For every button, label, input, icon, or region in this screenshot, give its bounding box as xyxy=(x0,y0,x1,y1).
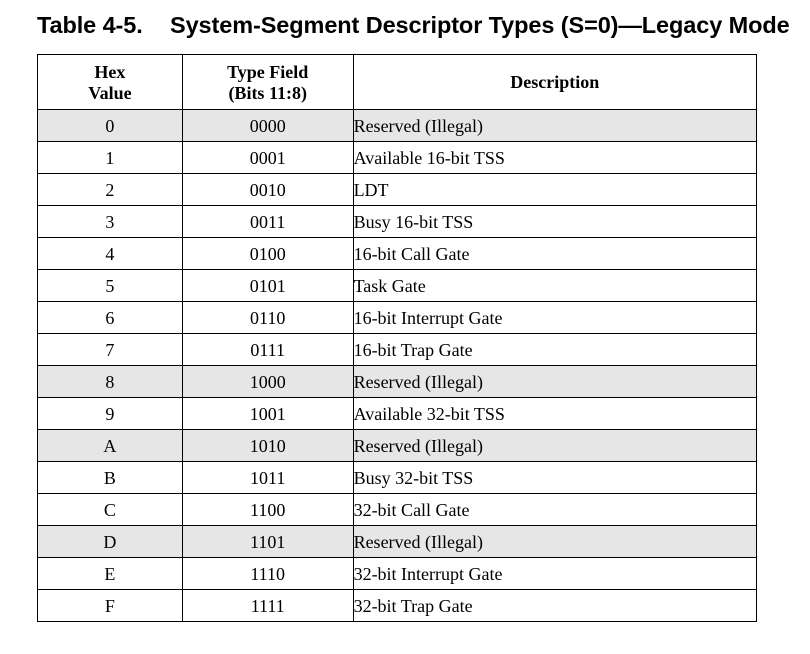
cell-description: 32-bit Trap Gate xyxy=(352,589,758,622)
cell-description: Available 32-bit TSS xyxy=(352,397,758,430)
cell-type-field: 0000 xyxy=(181,109,354,142)
table-title: System-Segment Descriptor Types (S=0)—Le… xyxy=(170,12,790,38)
header-hex-line2: Value xyxy=(88,82,132,103)
cell-hex-value: 3 xyxy=(37,205,183,238)
cell-hex-value: 4 xyxy=(37,237,183,270)
cell-type-field: 0010 xyxy=(181,173,354,206)
header-hex-value: Hex Value xyxy=(37,54,183,110)
cell-type-field: 0101 xyxy=(181,269,354,302)
cell-description: 16-bit Call Gate xyxy=(352,237,758,270)
cell-type-field: 0111 xyxy=(181,333,354,366)
cell-description: Reserved (Illegal) xyxy=(352,525,758,558)
header-row: Hex Value Type Field (Bits 11:8) Descrip… xyxy=(37,54,758,110)
cell-hex-value: 2 xyxy=(37,173,183,206)
cell-description: Reserved (Illegal) xyxy=(352,109,758,142)
cell-hex-value: 9 xyxy=(37,397,183,430)
cell-hex-value: 6 xyxy=(37,301,183,334)
header-type-line1: Type Field xyxy=(227,61,309,82)
header-hex-line1: Hex xyxy=(94,61,126,82)
header-type-line2: (Bits 11:8) xyxy=(228,82,307,103)
cell-type-field: 1101 xyxy=(181,525,354,558)
cell-type-field: 1010 xyxy=(181,429,354,462)
cell-hex-value: 0 xyxy=(37,109,183,142)
table-caption: Table 4-5. System-Segment Descriptor Type… xyxy=(37,12,790,39)
cell-type-field: 0001 xyxy=(181,141,354,174)
table-number: Table 4-5. xyxy=(37,12,143,38)
cell-type-field: 0011 xyxy=(181,205,354,238)
cell-type-field: 1111 xyxy=(181,589,354,622)
cell-description: Available 16-bit TSS xyxy=(352,141,758,174)
cell-hex-value: C xyxy=(37,493,183,526)
cell-type-field: 1011 xyxy=(181,461,354,494)
cell-type-field: 1001 xyxy=(181,397,354,430)
cell-type-field: 0100 xyxy=(181,237,354,270)
cell-description: Task Gate xyxy=(352,269,758,302)
cell-description: 32-bit Call Gate xyxy=(352,493,758,526)
header-type-field: Type Field (Bits 11:8) xyxy=(181,54,354,110)
cell-hex-value: E xyxy=(37,557,183,590)
cell-description: Busy 32-bit TSS xyxy=(352,461,758,494)
cell-hex-value: F xyxy=(37,589,183,622)
cell-description: Reserved (Illegal) xyxy=(352,365,758,398)
cell-type-field: 0110 xyxy=(181,301,354,334)
cell-type-field: 1110 xyxy=(181,557,354,590)
cell-description: Reserved (Illegal) xyxy=(352,429,758,462)
cell-description: Busy 16-bit TSS xyxy=(352,205,758,238)
cell-hex-value: B xyxy=(37,461,183,494)
cell-hex-value: 1 xyxy=(37,141,183,174)
cell-type-field: 1000 xyxy=(181,365,354,398)
header-description: Description xyxy=(352,54,758,110)
cell-description: 16-bit Trap Gate xyxy=(352,333,758,366)
cell-hex-value: A xyxy=(37,429,183,462)
cell-hex-value: 8 xyxy=(37,365,183,398)
cell-hex-value: 7 xyxy=(37,333,183,366)
cell-description: 32-bit Interrupt Gate xyxy=(352,557,758,590)
cell-description: LDT xyxy=(352,173,758,206)
cell-type-field: 1100 xyxy=(181,493,354,526)
descriptor-types-table: Hex Value Type Field (Bits 11:8) Descrip… xyxy=(37,54,758,622)
cell-hex-value: D xyxy=(37,525,183,558)
cell-hex-value: 5 xyxy=(37,269,183,302)
cell-description: 16-bit Interrupt Gate xyxy=(352,301,758,334)
